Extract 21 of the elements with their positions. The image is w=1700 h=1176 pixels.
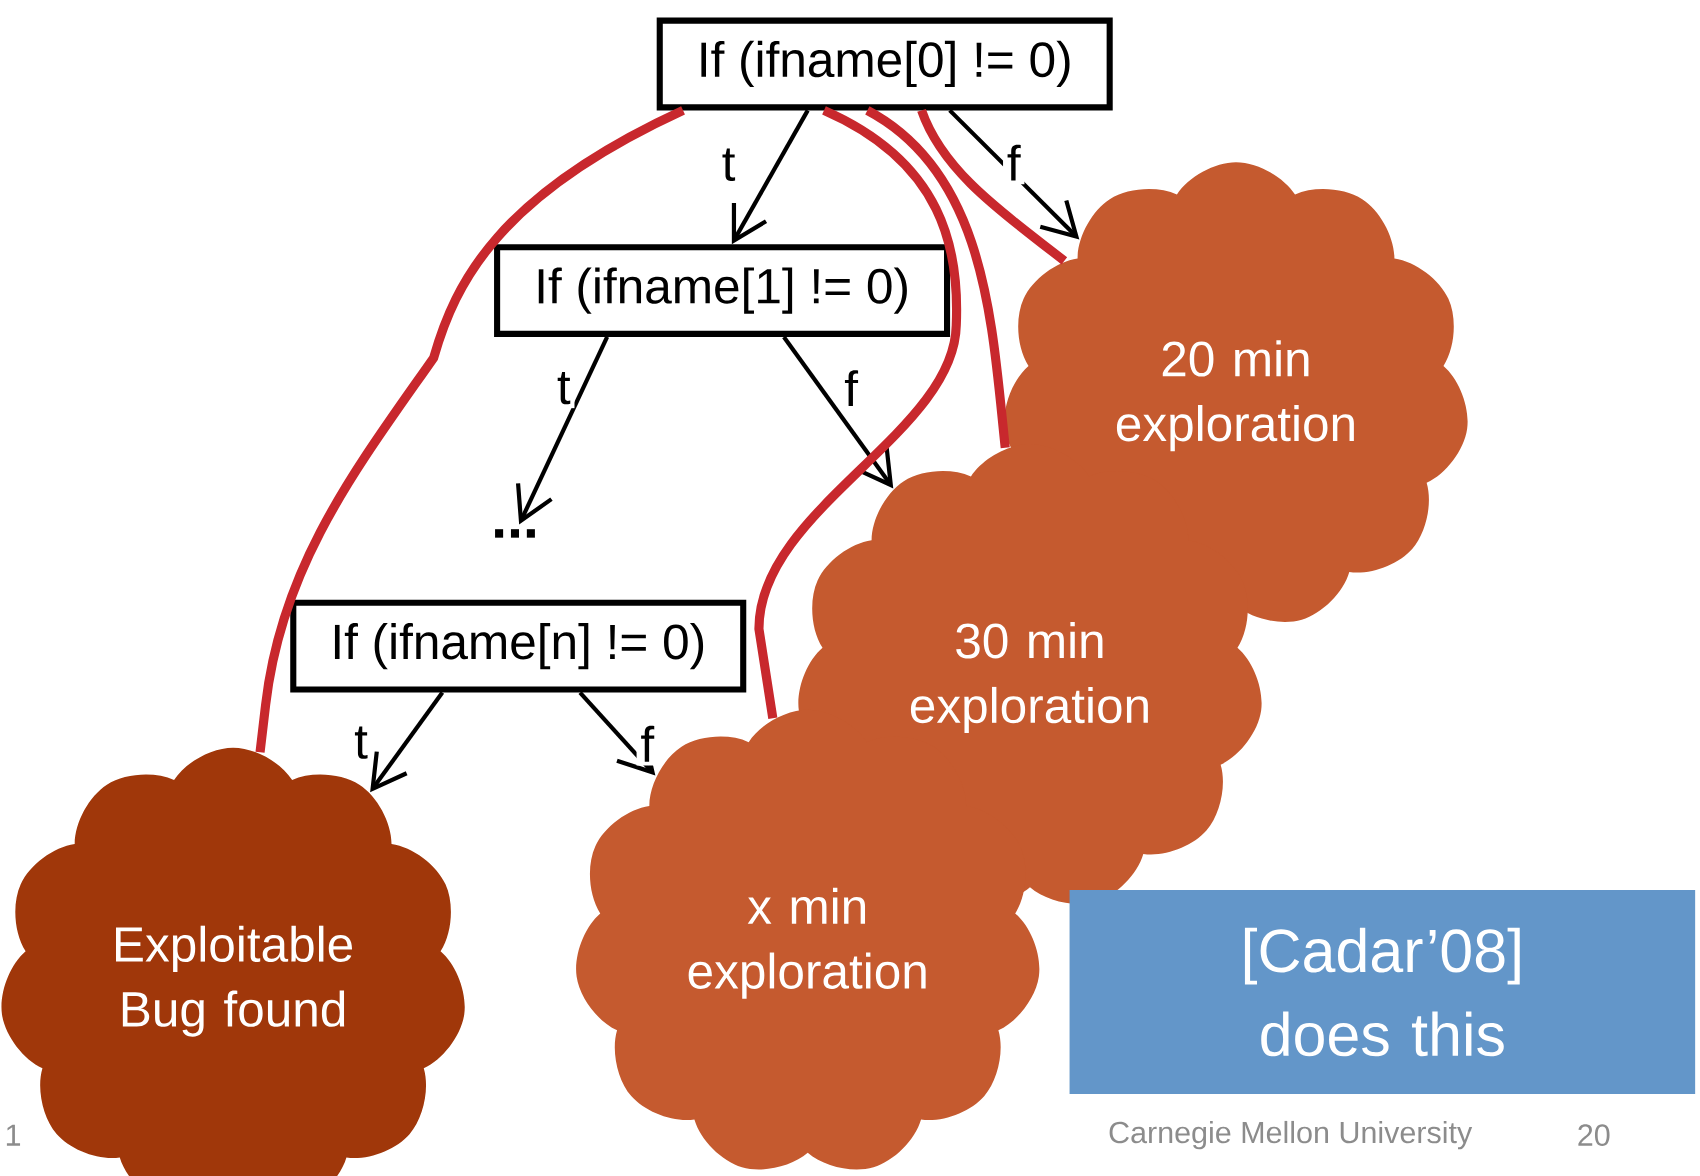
edge-label: f: [636, 721, 658, 766]
edge-label: t: [717, 144, 740, 185]
edge-label: t: [553, 367, 575, 408]
trace-line: [917, 108, 1068, 265]
arrow: [370, 691, 445, 793]
edge-label: f: [1003, 140, 1025, 185]
arrow: [948, 108, 1080, 240]
footer-text: Carnegie Mellon University: [1109, 1120, 1473, 1150]
footer-text: 1: [6, 1124, 21, 1146]
trace-line: [255, 106, 686, 753]
condition-box: If (ifname[1] != 0): [494, 243, 951, 337]
arrow: [731, 109, 810, 244]
condition-box: If (ifname[n] != 0): [290, 599, 747, 693]
note-box: [Cadar’08] does this: [1069, 889, 1696, 1094]
edge-label: f: [840, 366, 862, 410]
arrow: [782, 335, 894, 489]
trace-line: [754, 106, 962, 719]
ellipsis-text: ...: [495, 529, 535, 538]
footer-text: 20: [1578, 1124, 1610, 1146]
condition-box: If (ifname[0] != 0): [656, 17, 1113, 111]
arrow: [516, 335, 610, 525]
